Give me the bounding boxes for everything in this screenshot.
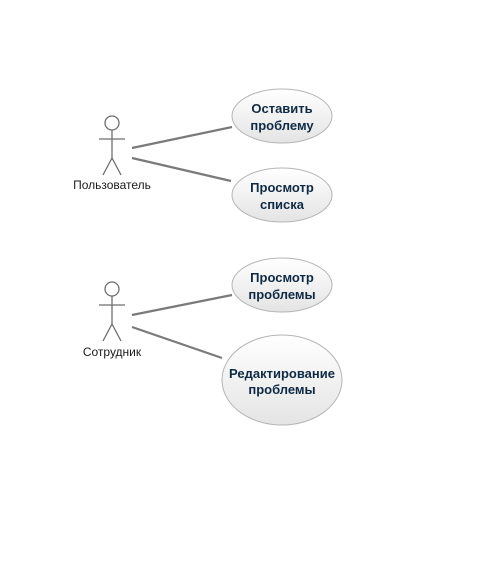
use-case-view-problem[interactable]: Просмотр проблемы [231,257,333,313]
use-case-view-list[interactable]: Просмотр списка [231,167,333,223]
actor-user[interactable]: Пользователь [73,115,151,192]
use-case-leave-problem-line-2: проблему [250,118,314,133]
association-user-leave-problem [131,125,233,150]
use-case-view-list-line-2: списка [260,197,305,212]
use-case-view-problem-line-1: Просмотр [250,270,314,285]
association-employee-view-problem [131,293,233,317]
use-case-view-problem-line-2: проблемы [248,287,315,302]
use-case-view-list-line-1: Просмотр [250,180,314,195]
actor-employee[interactable]: Сотрудник [83,281,142,359]
use-case-edit-problem-line-2: проблемы [248,382,315,397]
use-case-edit-problem[interactable]: Редактирование проблемы [221,334,343,426]
actor-user-label: Пользователь [73,178,151,192]
actor-employee-label: Сотрудник [83,345,142,359]
use-case-leave-problem[interactable]: Оставить проблему [231,88,333,144]
actor-employee-head [104,281,120,297]
association-user-view-list [131,156,232,183]
actor-user-head [104,115,120,131]
association-employee-edit-problem [131,325,223,360]
use-case-edit-problem-line-1: Редактирование [229,366,335,381]
use-case-leave-problem-line-1: Оставить [251,101,312,116]
